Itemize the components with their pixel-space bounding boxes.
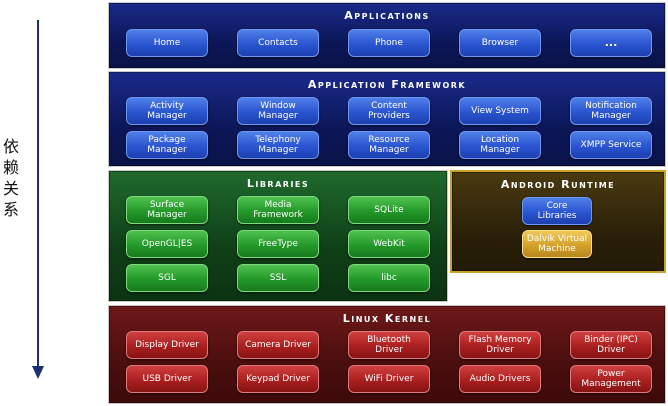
- kern-binder-ipc-driver: Binder (IPC) Driver: [570, 331, 652, 359]
- rt-dalvik-vm: Dalvik Virtual Machine: [522, 230, 592, 258]
- kern-audio-drivers: Audio Drivers: [459, 365, 541, 393]
- libraries-title: Libraries: [246, 177, 310, 190]
- fw-activity-manager: Activity Manager: [126, 97, 208, 125]
- rt-core-libraries: Core Libraries: [522, 197, 592, 225]
- lib-ssl: SSL: [237, 264, 319, 292]
- runtime-layer: Android Runtime Core Libraries Dalvik Vi…: [450, 170, 666, 273]
- kern-camera-driver: Camera Driver: [237, 331, 319, 359]
- fw-window-manager: Window Manager: [237, 97, 319, 125]
- dependency-label: 依赖关系: [2, 137, 19, 219]
- kernel-layer: Linux Kernel Display Driver Camera Drive…: [108, 305, 666, 404]
- lib-libc: libc: [348, 264, 430, 292]
- kern-power-management: Power Management: [570, 365, 652, 393]
- kern-bluetooth-driver: Bluetooth Driver: [348, 331, 430, 359]
- app-browser: Browser: [459, 29, 541, 57]
- lib-media-framework: Media Framework: [237, 196, 319, 224]
- applications-layer: Applications Home Contacts Phone Browser…: [108, 2, 666, 69]
- fw-resource-manager: Resource Manager: [348, 131, 430, 159]
- app-more: ...: [570, 29, 652, 57]
- fw-telephony-manager: Telephony Manager: [237, 131, 319, 159]
- lib-surface-manager: Surface Manager: [126, 196, 208, 224]
- lib-opengl-es: OpenGL|ES: [126, 230, 208, 258]
- app-phone: Phone: [348, 29, 430, 57]
- kern-wifi-driver: WiFi Driver: [348, 365, 430, 393]
- fw-content-providers: Content Providers: [348, 97, 430, 125]
- lib-webkit: WebKit: [348, 230, 430, 258]
- dependency-arrow-line: [37, 20, 39, 370]
- kernel-title: Linux Kernel: [342, 312, 432, 325]
- kern-display-driver: Display Driver: [126, 331, 208, 359]
- dependency-arrow-head: [32, 366, 44, 379]
- kern-flash-memory-driver: Flash Memory Driver: [459, 331, 541, 359]
- fw-xmpp-service: XMPP Service: [570, 131, 652, 159]
- lib-sqlite: SQLite: [348, 196, 430, 224]
- applications-title: Applications: [344, 9, 430, 22]
- framework-title: Application Framework: [307, 78, 467, 91]
- kern-keypad-driver: Keypad Driver: [237, 365, 319, 393]
- lib-sgl: SGL: [126, 264, 208, 292]
- fw-package-manager: Package Manager: [126, 131, 208, 159]
- framework-layer: Application Framework Activity Manager W…: [108, 71, 666, 167]
- fw-view-system: View System: [459, 97, 541, 125]
- fw-location-manager: Location Manager: [459, 131, 541, 159]
- lib-freetype: FreeType: [237, 230, 319, 258]
- fw-notification-manager: Notification Manager: [570, 97, 652, 125]
- kern-usb-driver: USB Driver: [126, 365, 208, 393]
- app-contacts: Contacts: [237, 29, 319, 57]
- libraries-layer: Libraries Surface Manager Media Framewor…: [108, 170, 448, 302]
- runtime-title: Android Runtime: [500, 178, 616, 191]
- app-home: Home: [126, 29, 208, 57]
